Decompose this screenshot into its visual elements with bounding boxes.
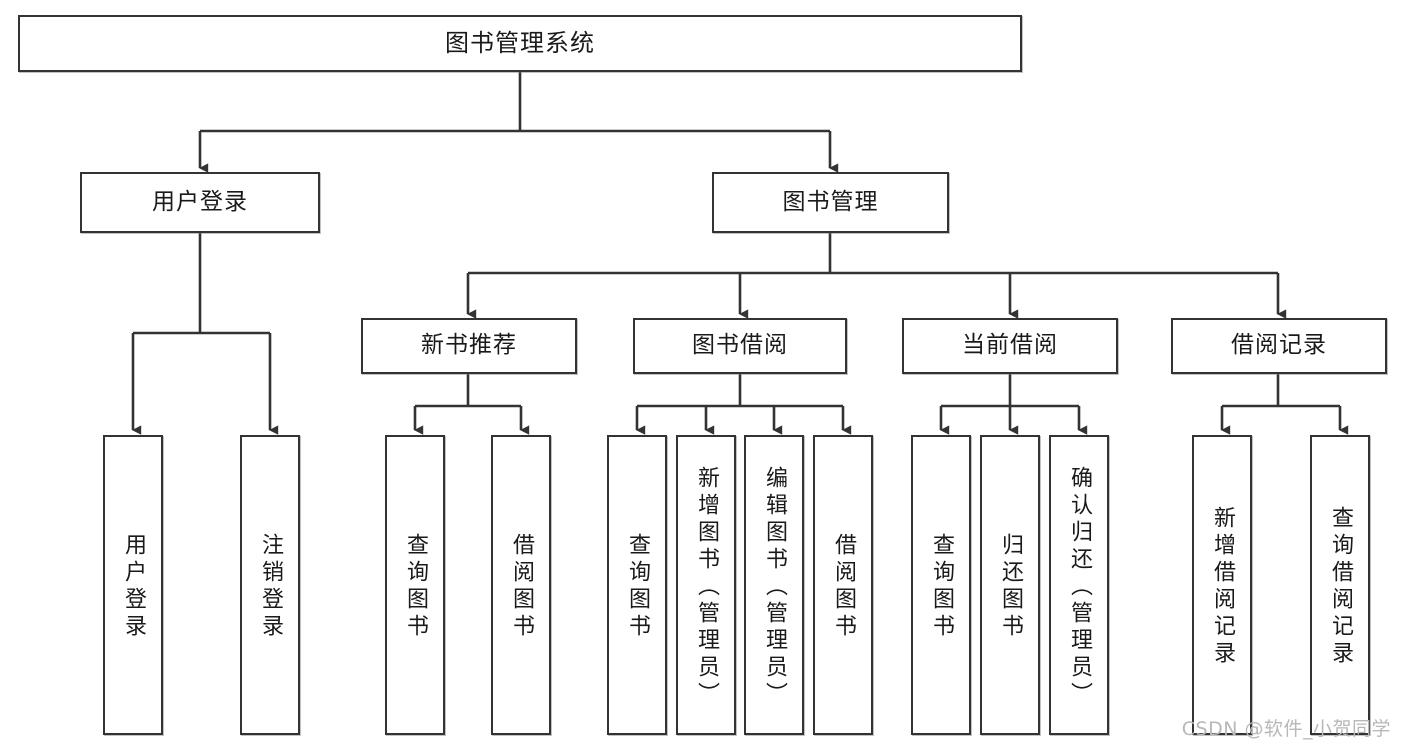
leaf-node-return-book[interactable]: 归还图书 — [980, 435, 1040, 735]
leaf-node-add-book-admin[interactable]: 新增图书（管理员） — [676, 435, 736, 735]
node-label: 注销登录 — [258, 533, 283, 641]
node-label: 查询图书 — [403, 533, 428, 641]
leaf-node-edit-book-admin[interactable]: 编辑图书（管理员） — [744, 435, 804, 735]
node-label: 当前借阅 — [962, 332, 1058, 359]
node-label: 确认归还（管理员） — [1067, 465, 1092, 709]
node-label: 编辑图书（管理员） — [762, 465, 787, 709]
node-new-book-recommend[interactable]: 新书推荐 — [361, 318, 577, 374]
leaf-node-query-book-borrow[interactable]: 查询图书 — [607, 435, 667, 735]
node-root-book-management-system[interactable]: 图书管理系统 — [18, 15, 1022, 72]
leaf-node-logout[interactable]: 注销登录 — [240, 435, 300, 735]
node-label: 新书推荐 — [421, 332, 517, 359]
node-label: 查询借阅记录 — [1328, 506, 1353, 668]
node-label: 归还图书 — [998, 533, 1023, 641]
node-label: 借阅图书 — [831, 533, 856, 641]
node-label: 图书借阅 — [692, 332, 788, 359]
node-label: 借阅图书 — [509, 533, 534, 641]
node-label: 用户登录 — [152, 188, 248, 215]
node-borrow-record[interactable]: 借阅记录 — [1171, 318, 1387, 374]
node-label: 借阅记录 — [1231, 332, 1327, 359]
leaf-node-user-login[interactable]: 用户登录 — [103, 435, 163, 735]
node-label: 用户登录 — [121, 533, 146, 641]
leaf-node-confirm-return-admin[interactable]: 确认归还（管理员） — [1049, 435, 1109, 735]
node-current-borrow[interactable]: 当前借阅 — [902, 318, 1118, 374]
leaf-node-query-book-current[interactable]: 查询图书 — [911, 435, 971, 735]
node-label: 新增图书（管理员） — [694, 465, 719, 709]
node-label: 图书管理系统 — [445, 29, 595, 58]
leaf-node-query-borrow-record[interactable]: 查询借阅记录 — [1310, 435, 1370, 735]
node-label: 新增借阅记录 — [1210, 506, 1235, 668]
node-book-borrow[interactable]: 图书借阅 — [633, 318, 847, 374]
csdn-watermark: CSDN @软件_小贺同学 — [1181, 718, 1391, 740]
node-label: 查询图书 — [929, 533, 954, 641]
node-user-login[interactable]: 用户登录 — [80, 172, 320, 233]
leaf-node-query-book-recommend[interactable]: 查询图书 — [385, 435, 445, 735]
leaf-node-borrow-book-recommend[interactable]: 借阅图书 — [491, 435, 551, 735]
node-book-management[interactable]: 图书管理 — [712, 172, 949, 233]
leaf-node-add-borrow-record[interactable]: 新增借阅记录 — [1192, 435, 1252, 735]
node-label: 图书管理 — [782, 188, 879, 215]
leaf-node-borrow-book[interactable]: 借阅图书 — [813, 435, 873, 735]
node-label: 查询图书 — [625, 533, 650, 641]
